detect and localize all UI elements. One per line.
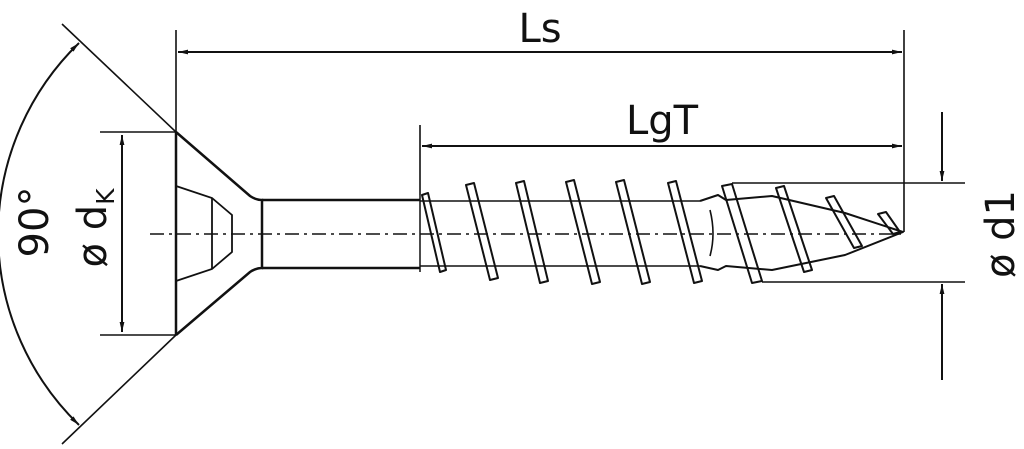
angle-label: 90°: [12, 187, 58, 258]
angle-dimension-arc: [0, 42, 80, 426]
screw-thread: [420, 179, 904, 285]
head-diameter-subscript: K: [91, 188, 120, 205]
screw-shank: [262, 195, 421, 272]
head-diameter-label: ø dK: [70, 188, 120, 268]
thread-length-label: LgT: [626, 98, 699, 144]
dimension-lines: [0, 42, 945, 426]
screw-head: [174, 131, 264, 336]
thread-diameter-label: ø d1: [978, 190, 1024, 278]
overall-length-label: Ls: [518, 6, 561, 52]
head-diameter-symbol: ø d: [70, 205, 116, 268]
extension-lines: [61, 23, 965, 445]
